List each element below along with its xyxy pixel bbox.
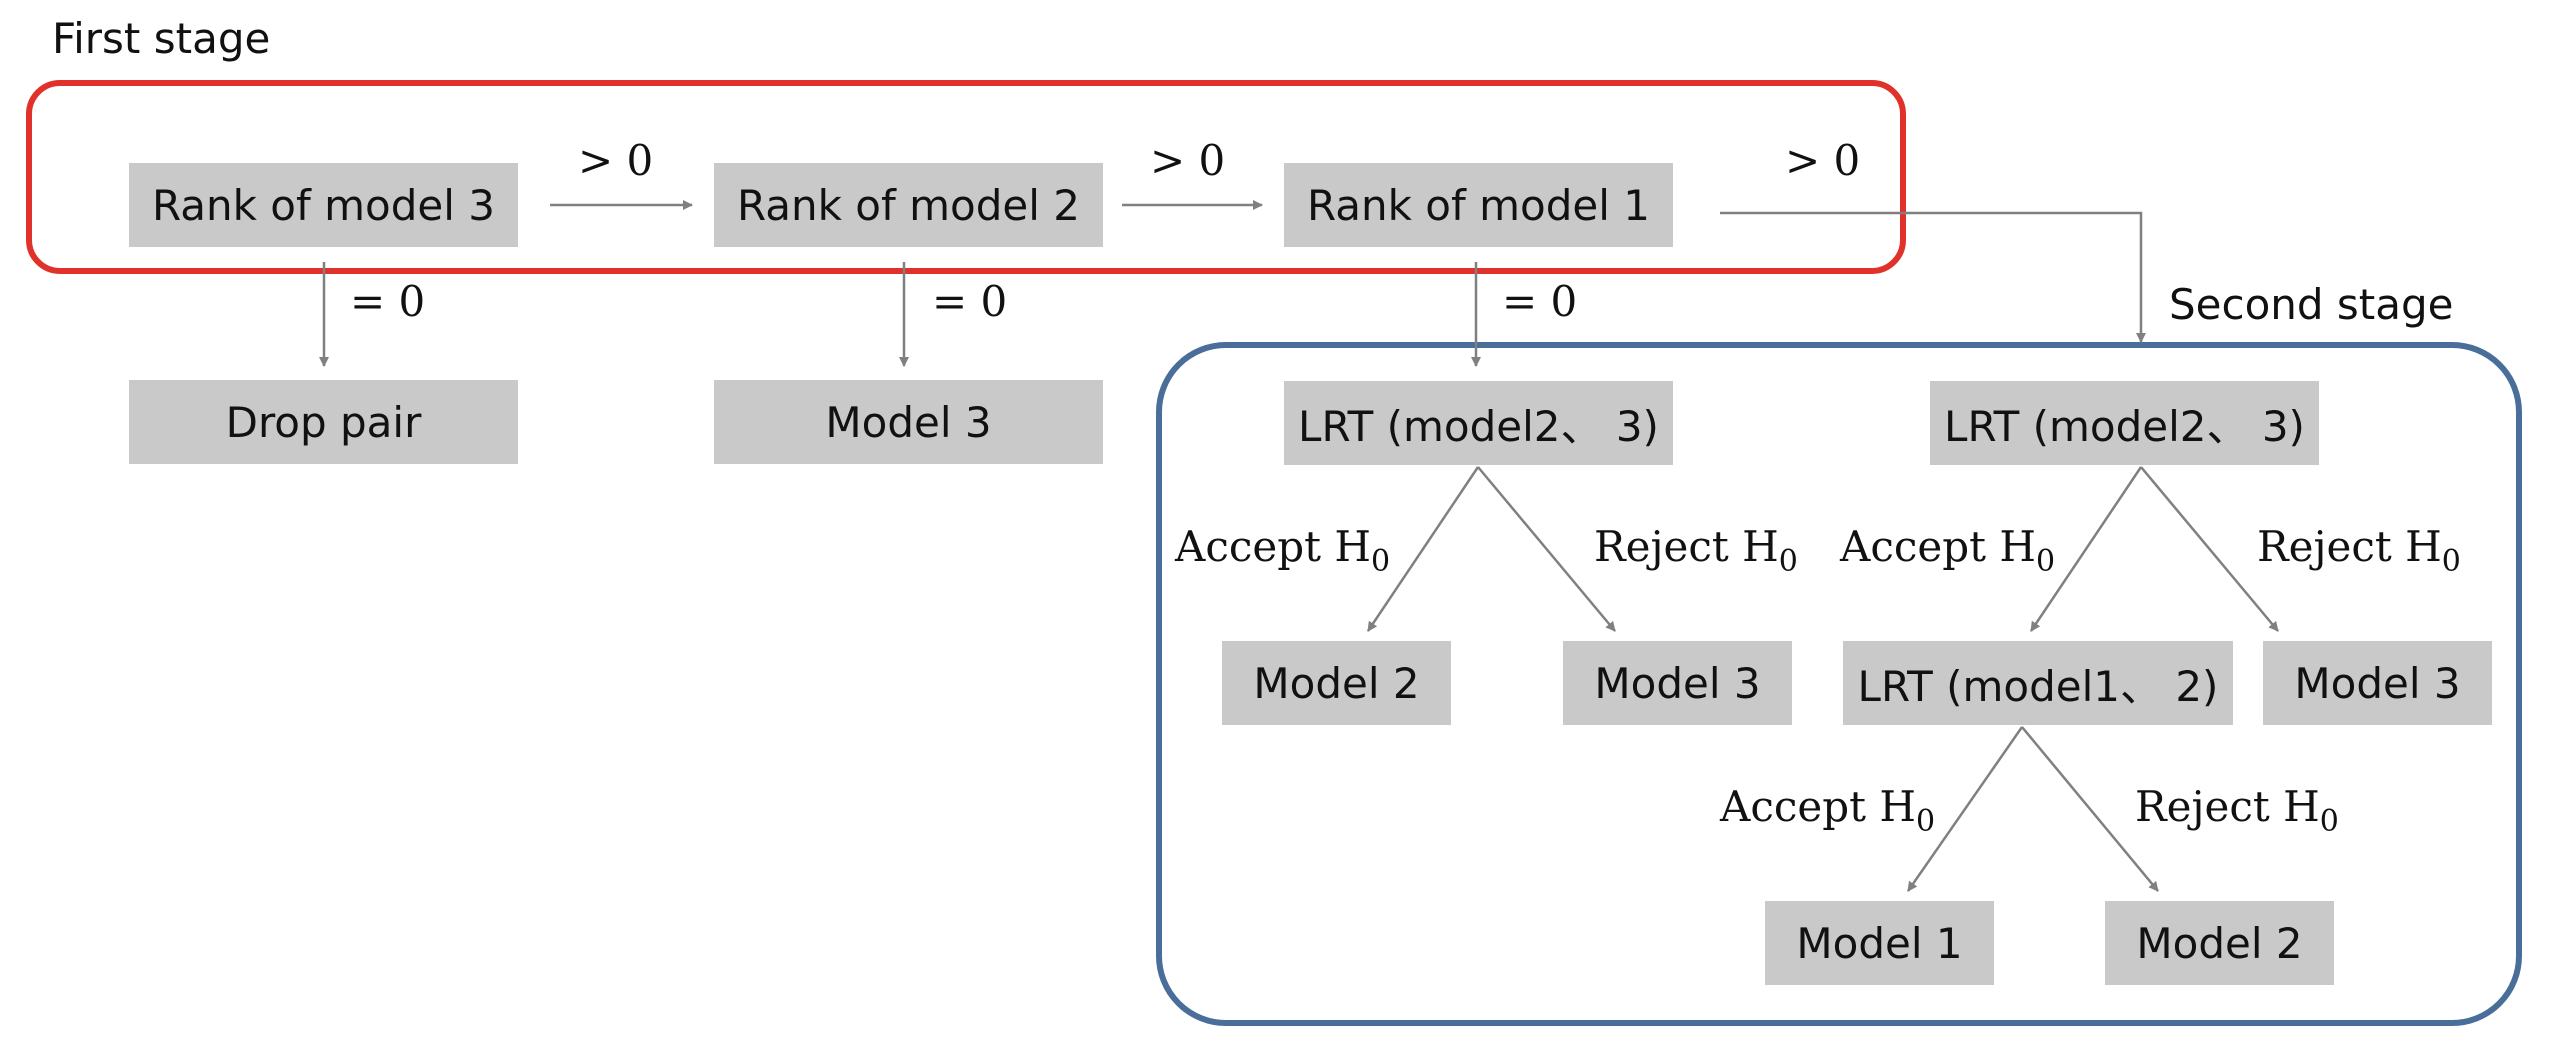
node-lrt-left: LRT (model2、 3) (1284, 381, 1673, 465)
first-stage-frame (26, 80, 1906, 274)
node-model-3-first: Model 3 (714, 380, 1103, 464)
label-reject-h0-lrt12: Reject H0 (2135, 782, 2339, 839)
node-rank-model-2: Rank of model 2 (714, 163, 1103, 247)
label-accept-h0-lrt12: Accept H0 (1720, 782, 1936, 839)
label-reject-h0-right: Reject H0 (2257, 522, 2461, 579)
arrow-lrt-left-reject (1477, 466, 1616, 632)
node-lrt-model1-2: LRT (model1、 2) (1843, 641, 2233, 725)
arrow-lrt-right-accept (2029, 466, 2143, 632)
node-model-2-bottom: Model 2 (2105, 901, 2334, 985)
node-model-1-bottom: Model 1 (1765, 901, 1994, 985)
label-eq0-rank2: = 0 (932, 277, 1008, 326)
arrow-lrt12-accept (1906, 726, 2024, 892)
node-model-2-left: Model 2 (1222, 641, 1451, 725)
node-model-3-left: Model 3 (1563, 641, 1792, 725)
label-gt0-rank3: > 0 (578, 136, 654, 185)
node-rank-model-1: Rank of model 1 (1284, 163, 1673, 247)
label-reject-h0-left: Reject H0 (1594, 522, 1798, 579)
label-eq0-rank3: = 0 (350, 277, 426, 326)
label-eq0-rank1: = 0 (1502, 277, 1578, 326)
arrow-rank1-to-second-stage (1720, 211, 2146, 343)
arrow-lrt-right-reject (2140, 466, 2279, 632)
node-lrt-right: LRT (model2、 3) (1930, 381, 2319, 465)
node-model-3-right: Model 3 (2263, 641, 2492, 725)
arrow-lrt-left-accept (1366, 466, 1480, 632)
arrow-lrt12-reject (2021, 726, 2159, 892)
label-gt0-rank1: > 0 (1785, 136, 1861, 185)
second-stage-label: Second stage (2169, 280, 2454, 329)
node-drop-pair: Drop pair (129, 380, 518, 464)
label-accept-h0-right: Accept H0 (1840, 522, 2056, 579)
label-accept-h0-left: Accept H0 (1175, 522, 1391, 579)
label-gt0-rank2: > 0 (1150, 136, 1226, 185)
first-stage-label: First stage (52, 14, 271, 63)
node-rank-model-3: Rank of model 3 (129, 163, 518, 247)
second-stage-frame (1156, 342, 2522, 1026)
